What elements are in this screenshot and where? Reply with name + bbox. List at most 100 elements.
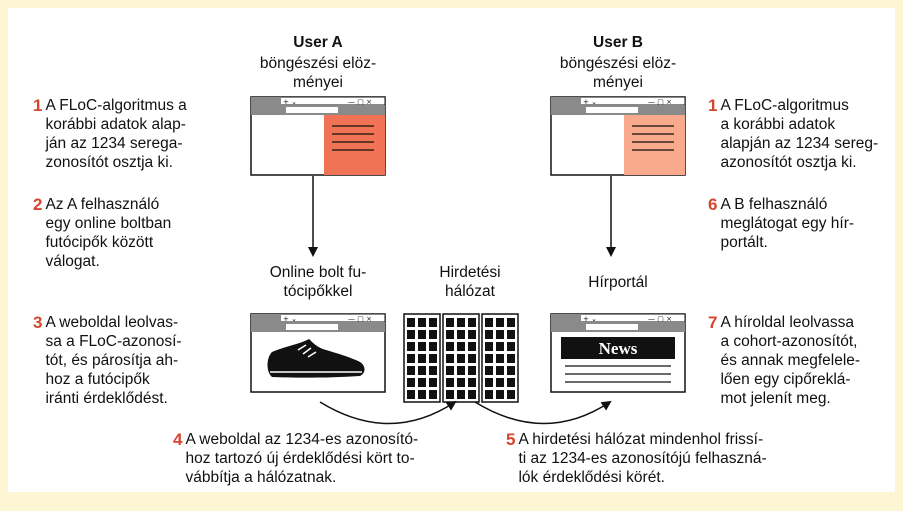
step-text: A FLoC-algoritmus a korábbi adatok alap-… bbox=[45, 97, 187, 171]
ad-network-cell bbox=[407, 330, 415, 339]
ad-network-cell bbox=[468, 354, 476, 363]
window-controls-b: + ⌄ bbox=[583, 98, 597, 106]
browser-window-icon: + ⌄ — ▢ × bbox=[550, 96, 686, 176]
history-panel-a bbox=[324, 115, 385, 175]
step-number: 1 bbox=[33, 96, 43, 115]
ad-network-cell bbox=[429, 378, 437, 387]
ad-network-cell bbox=[485, 330, 493, 339]
ad-network-cell bbox=[446, 354, 454, 363]
ad-network-cell bbox=[507, 354, 515, 363]
ad-network-cell bbox=[468, 342, 476, 351]
ad-network-cell bbox=[446, 342, 454, 351]
ad-network-cell bbox=[468, 366, 476, 375]
ad-network-cell bbox=[446, 330, 454, 339]
step-number: 5 bbox=[506, 430, 516, 449]
svg-text:— ▢ ×: — ▢ × bbox=[348, 315, 372, 323]
news-page-icon: + ⌄ — ▢ × News bbox=[550, 313, 686, 393]
ad-network-cell bbox=[418, 366, 426, 375]
step-right-6: 6 A B felhasználó meglátogat egy hír- po… bbox=[708, 195, 854, 252]
step-right-1: 1 A FLoC-algoritmus a korábbi adatok ala… bbox=[708, 96, 878, 172]
ad-network-cell bbox=[507, 342, 515, 351]
ad-network-cell bbox=[507, 378, 515, 387]
step-number: 2 bbox=[33, 195, 43, 214]
ad-network-cell bbox=[468, 330, 476, 339]
svg-text:— ▢ ×: — ▢ × bbox=[348, 98, 372, 106]
step-number: 7 bbox=[708, 313, 718, 332]
ad-network-cell bbox=[407, 390, 415, 399]
news-logo: News bbox=[599, 339, 638, 358]
step-text: A FLoC-algoritmus a korábbi adatok alapj… bbox=[720, 97, 879, 171]
arrow-icon bbox=[319, 400, 457, 425]
ad-network-cell bbox=[485, 318, 493, 327]
step-bottom-5: 5 A hirdetési hálózat mindenhol frissí- … bbox=[506, 430, 767, 487]
step-text: A weboldal leolvas- sa a FLoC-azonosí- t… bbox=[45, 314, 182, 407]
ad-network-cell bbox=[418, 342, 426, 351]
browser-window-icon: + ⌄ — ▢ × bbox=[250, 96, 386, 176]
step-text: A B felhasználó meglátogat egy hír- port… bbox=[720, 196, 855, 251]
ad-network-cell bbox=[429, 318, 437, 327]
ad-network-cell bbox=[429, 354, 437, 363]
step-bottom-4: 4 A weboldal az 1234-es azonosító- hoz t… bbox=[173, 430, 418, 487]
ad-network-cell bbox=[429, 330, 437, 339]
ad-network-cell bbox=[418, 354, 426, 363]
ad-network-cell bbox=[418, 390, 426, 399]
ad-network-cell bbox=[485, 378, 493, 387]
ad-network-cell bbox=[457, 330, 465, 339]
ad-network-cell bbox=[496, 330, 504, 339]
ad-network-cell bbox=[507, 330, 515, 339]
step-left-2: 2 Az A felhasználó egy online boltban fu… bbox=[33, 195, 171, 271]
ad-network-cell bbox=[407, 366, 415, 375]
step-right-7: 7 A híroldal leolvassa a cohort-azonosít… bbox=[708, 313, 860, 408]
diagram-canvas bbox=[8, 8, 895, 503]
portal-label: Hírportál bbox=[588, 274, 648, 291]
window-controls-shop: + ⌄ bbox=[283, 315, 297, 323]
ad-network-grid-icon bbox=[403, 313, 519, 403]
ad-network-cell bbox=[468, 390, 476, 399]
user-b-subtitle: böngészési elöz- ményei bbox=[559, 55, 677, 91]
step-number: 3 bbox=[33, 313, 43, 332]
ad-network-cell bbox=[507, 318, 515, 327]
arrow-icon bbox=[474, 400, 612, 425]
step-left-1: 1 A FLoC-algoritmus a korábbi adatok ala… bbox=[33, 96, 187, 172]
step-text: A hirdetési hálózat mindenhol frissí- ti… bbox=[518, 431, 767, 486]
ad-network-cell bbox=[485, 342, 493, 351]
step-number: 4 bbox=[173, 430, 183, 449]
ad-network-cell bbox=[507, 366, 515, 375]
ad-network-cell bbox=[496, 342, 504, 351]
sneaker-icon bbox=[267, 339, 365, 378]
ad-network-cell bbox=[457, 354, 465, 363]
ad-network-cell bbox=[496, 354, 504, 363]
ad-network-cell bbox=[407, 378, 415, 387]
ad-network-cell bbox=[468, 318, 476, 327]
step-text: A weboldal az 1234-es azonosító- hoz tar… bbox=[185, 431, 419, 486]
ad-network-cell bbox=[457, 390, 465, 399]
ad-network-cell bbox=[429, 390, 437, 399]
shop-label: Online bolt fu- tócipőkkel bbox=[269, 264, 367, 300]
svg-text:— ▢ ×: — ▢ × bbox=[648, 315, 672, 323]
ad-network-label: Hirdetési hálózat bbox=[439, 264, 501, 300]
ad-network-cell bbox=[485, 354, 493, 363]
window-controls-a: + ⌄ bbox=[283, 98, 297, 106]
ad-network-cell bbox=[457, 318, 465, 327]
ad-network-cell bbox=[485, 390, 493, 399]
ad-network-cell bbox=[418, 378, 426, 387]
ad-network-cell bbox=[407, 318, 415, 327]
user-b-title: User B bbox=[593, 34, 643, 51]
ad-network-cell bbox=[407, 354, 415, 363]
ad-network-cell bbox=[407, 342, 415, 351]
step-number: 1 bbox=[708, 96, 718, 115]
ad-network-cell bbox=[418, 330, 426, 339]
ad-network-cell bbox=[496, 366, 504, 375]
ad-network-cell bbox=[446, 378, 454, 387]
ad-network-cell bbox=[457, 342, 465, 351]
ad-network-cell bbox=[429, 342, 437, 351]
ad-network-cell bbox=[418, 318, 426, 327]
bottom-band bbox=[8, 492, 895, 503]
ad-network-cell bbox=[496, 390, 504, 399]
user-a-title: User A bbox=[293, 34, 343, 51]
ad-network-cell bbox=[468, 378, 476, 387]
ad-network-cell bbox=[457, 366, 465, 375]
ad-network-cell bbox=[446, 318, 454, 327]
ad-network-cell bbox=[496, 318, 504, 327]
